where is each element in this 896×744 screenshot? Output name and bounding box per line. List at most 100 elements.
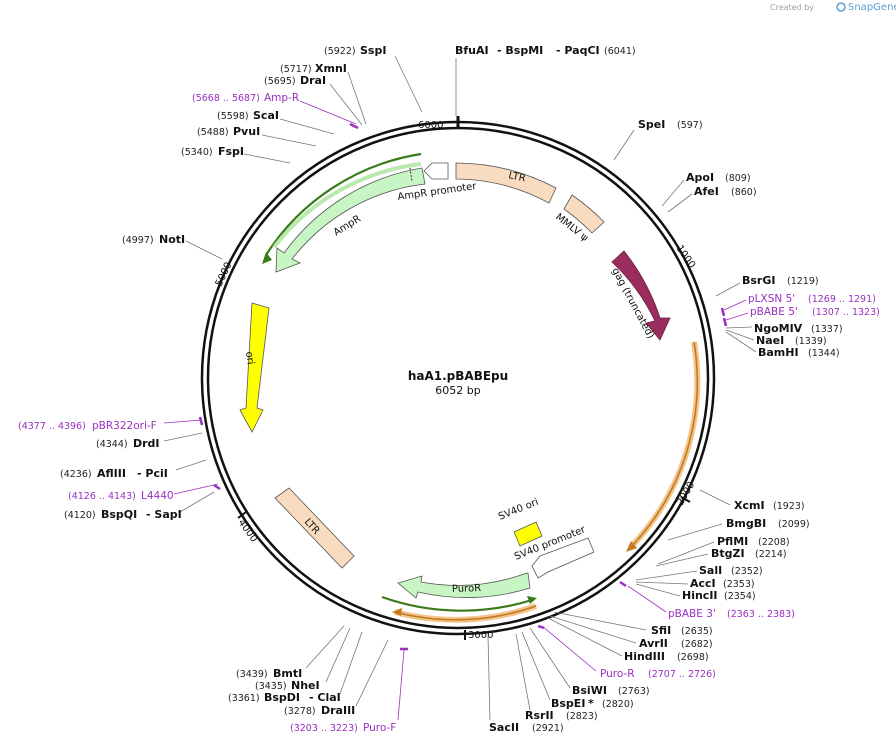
primer-pbr322ori-f-range: (4377 .. 4396) xyxy=(18,421,86,432)
site-sali[interactable]: SalI xyxy=(699,564,722,577)
feature-gag-truncated[interactable] xyxy=(611,250,671,341)
credit-brand: SnapGene xyxy=(848,2,896,13)
site-apoi-pos: (809) xyxy=(725,173,751,184)
site-sfii-pos: (2635) xyxy=(681,626,713,637)
site-hincii-pos: (2354) xyxy=(724,591,756,602)
site-acci-pos: (2353) xyxy=(723,579,755,590)
primer-plxsn-5[interactable]: pLXSN 5' xyxy=(748,293,795,305)
site-sspi[interactable]: SspI xyxy=(360,44,386,57)
orange-direction-right xyxy=(629,341,699,549)
site-bspdi[interactable]: BspDI xyxy=(264,691,300,704)
site-afei[interactable]: AfeI xyxy=(694,185,719,198)
site-bmti[interactable]: BmtI xyxy=(273,667,302,680)
feature-mmlv-psi[interactable] xyxy=(563,194,605,234)
site-bspei-pos: (2820) xyxy=(602,699,634,710)
feature-ltr-bottom[interactable] xyxy=(274,487,355,569)
site-fspi[interactable]: FspI xyxy=(218,145,244,158)
site-bfuai-pos: (6041) xyxy=(604,46,636,57)
site-draiii[interactable]: DraIII xyxy=(321,704,355,717)
site-bspmi[interactable]: - BspMI xyxy=(497,44,543,57)
site-clai[interactable]: - ClaI xyxy=(309,691,341,704)
site-drai-pos: (5695) xyxy=(264,76,296,87)
site-scai[interactable]: ScaI xyxy=(253,109,279,122)
site-nhei[interactable]: NheI xyxy=(291,679,320,692)
site-drdi[interactable]: DrdI xyxy=(133,437,160,450)
site-hincii[interactable]: HincII xyxy=(682,589,718,602)
site-naei-pos: (1339) xyxy=(795,336,827,347)
feature-ltr-top-label: LTR xyxy=(507,170,526,184)
primer-pbabe-5-range: (1307 .. 1323) xyxy=(812,307,880,318)
site-drai[interactable]: DraI xyxy=(300,74,326,87)
site-bfuai[interactable]: BfuAI xyxy=(455,44,489,57)
site-sapi[interactable]: - SapI xyxy=(146,508,182,521)
primer-puro-f-range: (3203 .. 3223) xyxy=(290,723,358,734)
site-scai-pos: (5598) xyxy=(217,111,249,122)
site-xcmi-pos: (1923) xyxy=(773,501,805,512)
primer-plxsn-5-range: (1269 .. 1291) xyxy=(808,294,876,305)
site-apoi[interactable]: ApoI xyxy=(686,171,714,184)
site-rsrii[interactable]: RsrII xyxy=(525,709,554,722)
site-bspqi[interactable]: BspQI xyxy=(101,508,137,521)
tick-6000: 6000 xyxy=(418,120,443,131)
primer-pbabe-3-range: (2363 .. 2383) xyxy=(727,609,795,620)
primer-ampr-direction xyxy=(265,152,422,256)
puro-direction-orange xyxy=(394,605,537,621)
site-bspei[interactable]: BspEI xyxy=(551,697,585,710)
site-avrii-pos: (2682) xyxy=(681,639,713,650)
site-bspqi-pos: (4120) xyxy=(64,510,96,521)
feature-sv40-promoter[interactable] xyxy=(531,537,595,579)
site-bamhi[interactable]: BamHI xyxy=(758,346,799,359)
feature-ori-label: ori xyxy=(243,351,256,365)
site-spei[interactable]: SpeI xyxy=(638,118,665,131)
site-avrii[interactable]: AvrII xyxy=(639,637,668,650)
site-paqci[interactable]: - PaqCI xyxy=(556,44,600,57)
primer-pbabe-3[interactable]: pBABE 3' xyxy=(668,608,716,620)
site-bspei-star: * xyxy=(588,697,594,710)
feature-ampr-promoter[interactable] xyxy=(423,162,449,180)
site-afei-pos: (860) xyxy=(731,187,757,198)
site-xcmi[interactable]: XcmI xyxy=(734,499,765,512)
site-pflmi[interactable]: PflMI xyxy=(717,535,748,548)
site-pcii[interactable]: - PciI xyxy=(137,467,168,480)
primer-puro-f[interactable]: Puro-F xyxy=(363,722,396,734)
feature-puror[interactable] xyxy=(397,572,531,599)
site-hindiii[interactable]: HindIII xyxy=(624,650,665,663)
feature-sv40-ori-label: SV40 ori xyxy=(497,497,540,523)
primer-puro-r-range: (2707 .. 2726) xyxy=(648,669,716,680)
primer-l4440[interactable]: L4440 xyxy=(141,490,174,502)
site-bmgbi[interactable]: BmgBI xyxy=(726,517,766,530)
site-naei[interactable]: NaeI xyxy=(756,334,784,347)
site-rsrii-pos: (2823) xyxy=(566,711,598,722)
site-btgzi-pos: (2214) xyxy=(755,549,787,560)
site-bsiwi-pos: (2763) xyxy=(618,686,650,697)
site-afliii-pos: (4236) xyxy=(60,469,92,480)
site-sacii[interactable]: SacII xyxy=(489,721,519,734)
site-afliii[interactable]: AflIII xyxy=(97,467,126,480)
primer-puro-r[interactable]: Puro-R xyxy=(600,668,635,680)
site-bsrgi[interactable]: BsrGI xyxy=(742,274,775,287)
site-btgzi[interactable]: BtgZI xyxy=(711,547,745,560)
site-bmgbi-pos: (2099) xyxy=(778,519,810,530)
site-pflmi-pos: (2208) xyxy=(758,537,790,548)
site-bsiwi[interactable]: BsiWI xyxy=(572,684,607,697)
site-draiii-pos: (3278) xyxy=(284,706,316,717)
puro-direction-green xyxy=(381,595,533,612)
site-sfii[interactable]: SfiI xyxy=(651,624,671,637)
site-pvui[interactable]: PvuI xyxy=(233,125,260,138)
site-bmti-pos: (3439) xyxy=(236,669,268,680)
primer-pbr322ori-f[interactable]: pBR322ori-F xyxy=(92,420,157,432)
feature-ampr[interactable] xyxy=(275,167,426,273)
feature-ori[interactable] xyxy=(239,302,270,433)
site-spei-pos: (597) xyxy=(677,120,703,131)
primer-pbabe-5[interactable]: pBABE 5' xyxy=(750,306,798,318)
feature-sv40-ori[interactable] xyxy=(513,521,543,547)
site-xmni[interactable]: XmnI xyxy=(315,62,347,75)
plasmid-size: 6052 bp xyxy=(435,384,480,397)
site-noti[interactable]: NotI xyxy=(159,233,185,246)
site-ngomiv[interactable]: NgoMIV xyxy=(754,322,803,335)
feature-ltr-top[interactable] xyxy=(455,162,557,204)
site-acci[interactable]: AccI xyxy=(690,577,716,590)
snapgene-logo-icon xyxy=(836,2,846,12)
primer-amp-r[interactable]: Amp-R xyxy=(264,92,299,104)
